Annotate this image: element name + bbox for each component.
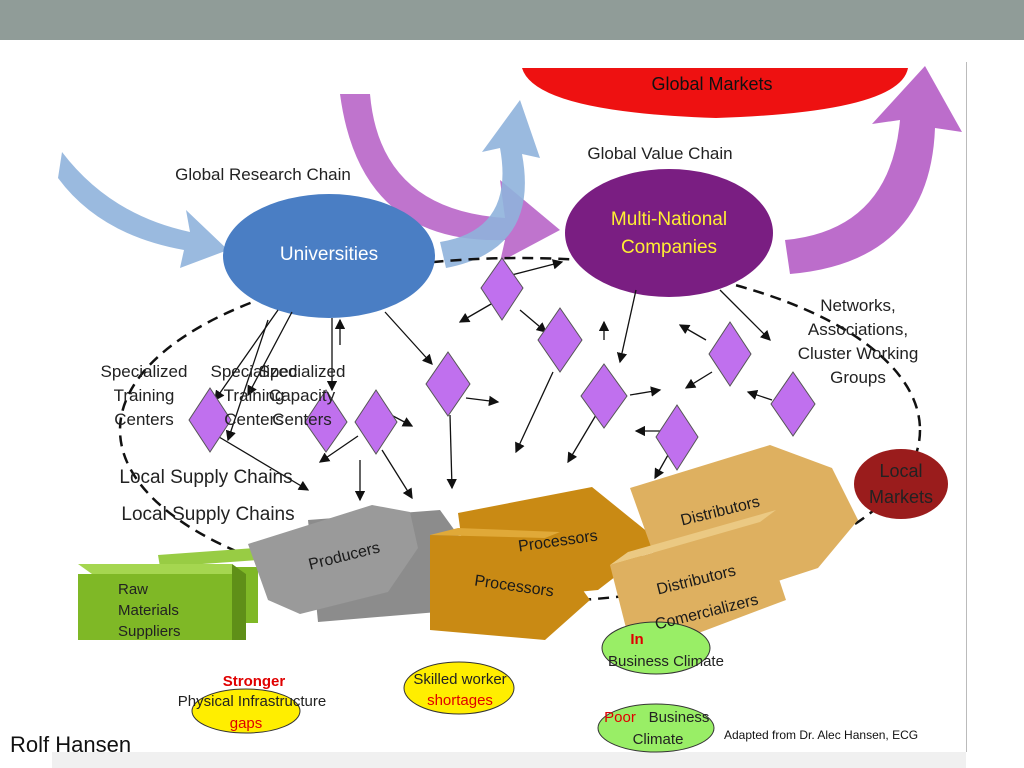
purple-arrow-right <box>785 66 962 274</box>
raw-materials-label-2: Materials <box>118 602 179 619</box>
raw-materials-label-1: Raw <box>118 581 149 598</box>
gaps-label: gaps <box>229 715 263 732</box>
diamond-3 <box>425 351 471 417</box>
infrastructure-gaps-bubble <box>191 688 301 734</box>
distributors-box <box>610 510 786 640</box>
global-markets-label: Global Markets <box>651 74 773 94</box>
specialized-capacity-line1: Specialized <box>258 362 346 381</box>
skilled-worker-bubble <box>403 661 515 715</box>
diamond-7 <box>655 404 699 471</box>
bottom-strip <box>52 752 966 768</box>
credit-text: Adapted from Dr. Alec Hansen, ECG <box>724 728 919 742</box>
global-value-chain-label: Global Value Chain <box>587 144 733 163</box>
specialized-training-2-line1: Specialized <box>210 362 298 381</box>
local-markets-label-2: Markets <box>868 487 933 507</box>
physical-infrastructure-label: Physical Infrastructure <box>177 693 327 710</box>
stronger-label: Stronger <box>222 673 286 690</box>
universities-node <box>223 194 435 318</box>
improved-business-climate-label: Business Climate <box>608 653 724 670</box>
universities-label: Universities <box>279 244 379 265</box>
blue-arrow-up <box>440 100 540 268</box>
diamond-4 <box>580 363 628 429</box>
raw-materials-label-3: Suppliers <box>118 623 181 640</box>
networks-label-1: Networks, <box>820 296 896 315</box>
specialized-capacity-line3: Centers <box>272 410 332 429</box>
multinational-label-line1: Multi-National <box>610 209 728 230</box>
local-markets-node <box>854 449 948 519</box>
diamond-1 <box>480 257 524 321</box>
diamond-10 <box>354 389 398 455</box>
local-markets-label-1: Local <box>879 461 923 481</box>
poor-label: Poor <box>604 709 636 726</box>
diamond-8 <box>188 387 232 453</box>
climate-label: Climate <box>632 731 684 748</box>
author-name: Rolf Hansen <box>10 732 132 757</box>
improved-prefix-label: In <box>630 631 644 648</box>
local-supply-chains-label-1: Local Supply Chains <box>119 467 293 488</box>
specialized-capacity-line2: Capacity <box>268 386 336 405</box>
business-label: Business <box>648 709 710 726</box>
networks-label-2: Associations, <box>807 320 909 339</box>
poor-climate-bubble <box>597 703 715 753</box>
diamond-2 <box>537 307 583 373</box>
header-bar <box>0 0 1024 40</box>
diamond-5 <box>708 321 752 387</box>
global-research-chain-label: Global Research Chain <box>175 165 351 184</box>
local-supply-chains-label-2: Local Supply Chains <box>121 504 295 525</box>
local-region-outline <box>118 256 922 604</box>
specialized-training-1-line3: Centers <box>114 410 174 429</box>
processors-box <box>430 528 590 640</box>
raw-materials-box <box>78 564 246 640</box>
diamond-9 <box>304 389 348 453</box>
blue-arrow-left <box>58 152 228 268</box>
specialized-training-2-line2: Training <box>223 386 285 405</box>
shortages-label: shortages <box>427 692 493 709</box>
global-markets-shape <box>522 68 908 118</box>
producers-box <box>248 505 418 614</box>
specialized-training-1-line1: Specialized <box>100 362 188 381</box>
diamond-6 <box>770 371 816 437</box>
specialized-training-2-line3: Centers <box>224 410 284 429</box>
networks-label-3: Cluster Working <box>797 344 919 363</box>
networks-label-4: Groups <box>830 368 886 387</box>
specialized-training-1-line2: Training <box>113 386 175 405</box>
improved-climate-bubble <box>601 621 711 675</box>
skilled-worker-label: Skilled worker <box>413 671 507 688</box>
multinational-node <box>565 169 773 297</box>
multinational-label-line2: Companies <box>620 237 718 258</box>
